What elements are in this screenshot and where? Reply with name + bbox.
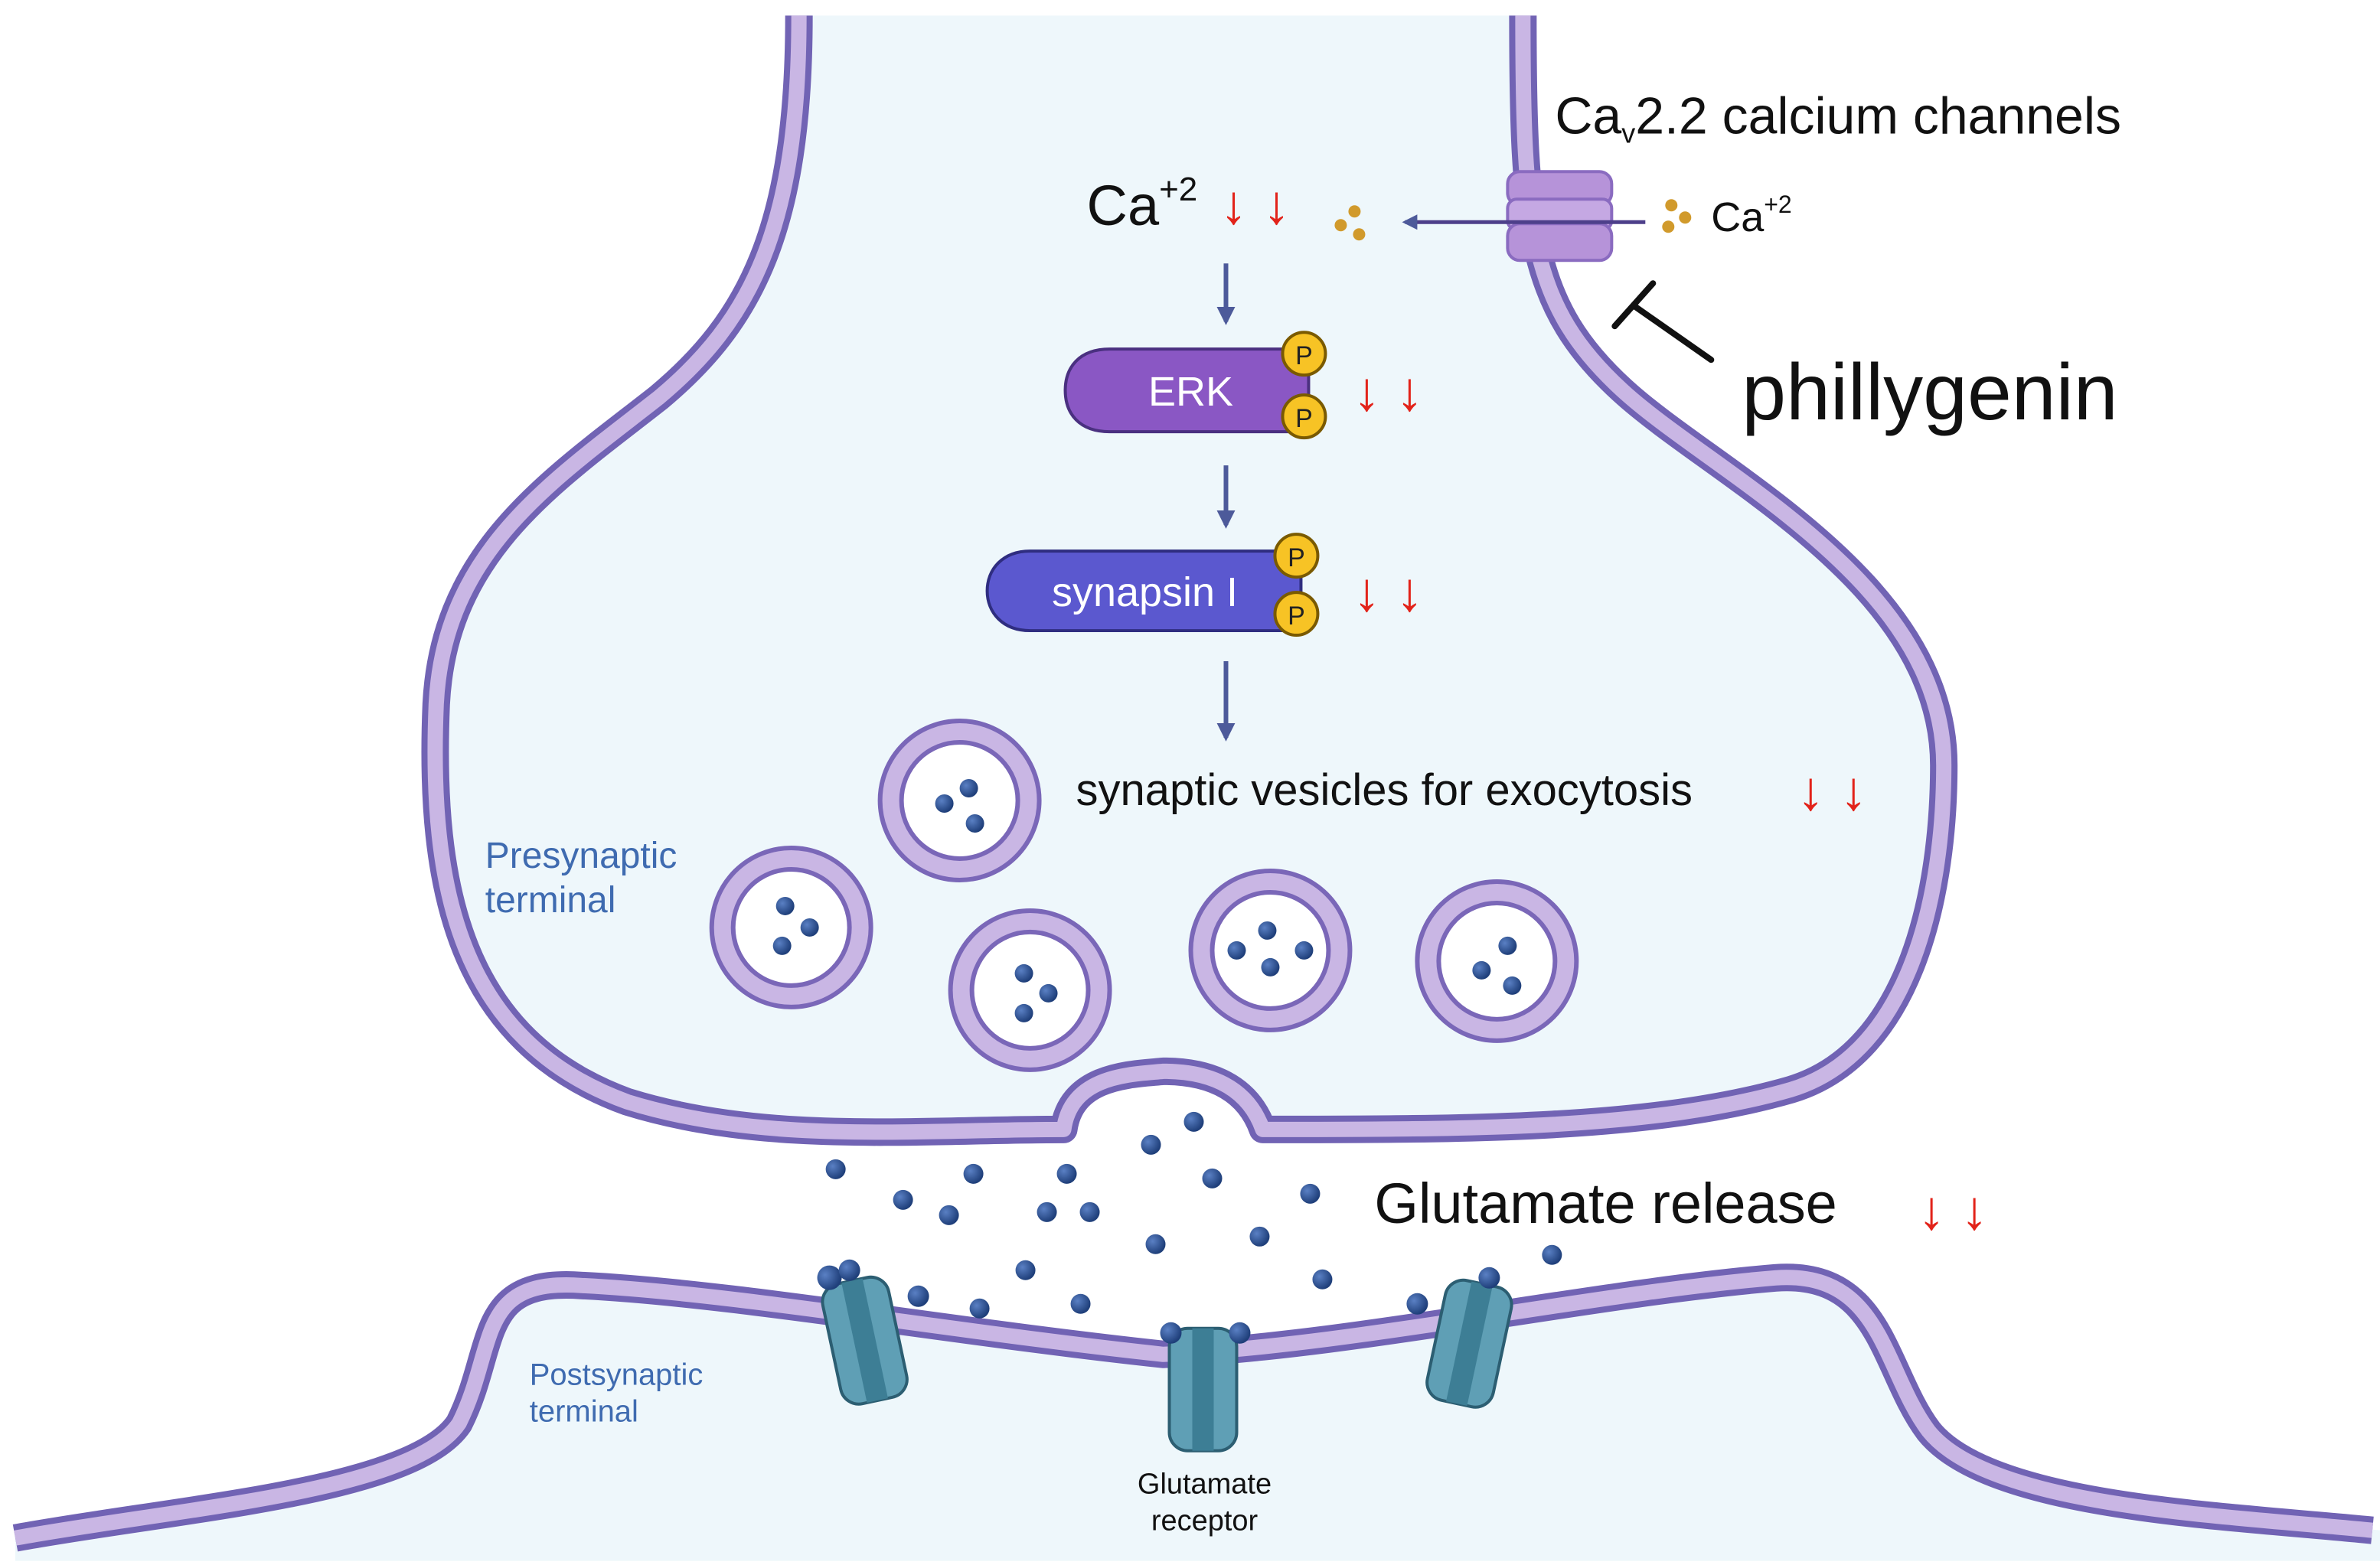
svg-text:P: P [1295,341,1313,370]
synaptic-vesicles [709,719,1579,1072]
vesicle [877,719,1042,882]
calcium-decrease-arrows: ↓ ↓ [1219,174,1290,236]
svg-text:P: P [1288,602,1305,631]
presynaptic-label-line2: terminal [485,880,616,921]
receptor-bound-glutamate [1478,1267,1500,1289]
receptor-label-line2: receptor [1151,1505,1259,1537]
postsynaptic-label-line1: Postsynaptic [530,1358,704,1392]
glutamate-receptor-icon [817,1265,909,1406]
presynaptic-membrane-inner [427,15,1952,1140]
receptor-bound-glutamate [1229,1322,1251,1344]
glutamate-receptor-icon [1425,1278,1513,1409]
glutamate-release-decrease-arrows: ↓ ↓ [1918,1180,1988,1241]
glutamate-receptor-icon [1167,1326,1239,1453]
receptor-bound-glutamate [838,1259,860,1281]
synapsin-decrease-arrows: ↓ ↓ [1353,562,1423,623]
glutamate-release-label: Glutamate release [1374,1172,1836,1235]
inhibition-icon [1611,280,1715,364]
receptor-bound-glutamate [1406,1293,1428,1315]
synapsin-phospho-bottom: P [1273,591,1320,637]
erk-label: ERK [1148,369,1233,415]
vesicle [1188,868,1353,1032]
vesicles-label: synaptic vesicles for exocytosis [1076,766,1693,815]
calcium-channel-label: Cav2.2 calcium channels [1555,86,2121,148]
calcium-outside-label: Ca+2 [1711,191,1791,240]
vesicle [709,845,873,1009]
svg-text:P: P [1295,404,1313,433]
receptor-bound-glutamate [907,1285,929,1307]
vesicle [948,908,1112,1072]
synapsin-label: synapsin I [1052,569,1238,615]
inhibitor-label: phillygenin [1742,348,2117,437]
synapsin-protein-icon [985,549,1303,633]
calcium-ions-outside [1662,199,1692,233]
presynaptic-label-line1: Presynaptic [485,836,677,876]
svg-text:P: P [1288,543,1305,572]
erk-phospho-bottom: P [1281,393,1327,440]
calcium-inside-label: Ca+2 [1087,171,1198,237]
erk-protein-icon [1063,347,1311,434]
released-glutamate [825,1111,1562,1319]
receptor-bound-glutamate [1160,1322,1182,1344]
calcium-ions-inside [1334,205,1366,241]
calcium-channel-icon [1506,170,1614,262]
erk-decrease-arrows: ↓ ↓ [1353,361,1423,422]
receptor-label-line1: Glutamate [1138,1469,1272,1501]
vesicles-decrease-arrows: ↓ ↓ [1797,761,1867,822]
postsynaptic-membrane-inner [14,1270,2373,1546]
vesicle [1415,879,1579,1043]
synapsin-phospho-top: P [1273,533,1320,579]
postsynaptic-label-line2: terminal [530,1395,638,1429]
erk-phospho-top: P [1281,331,1327,377]
